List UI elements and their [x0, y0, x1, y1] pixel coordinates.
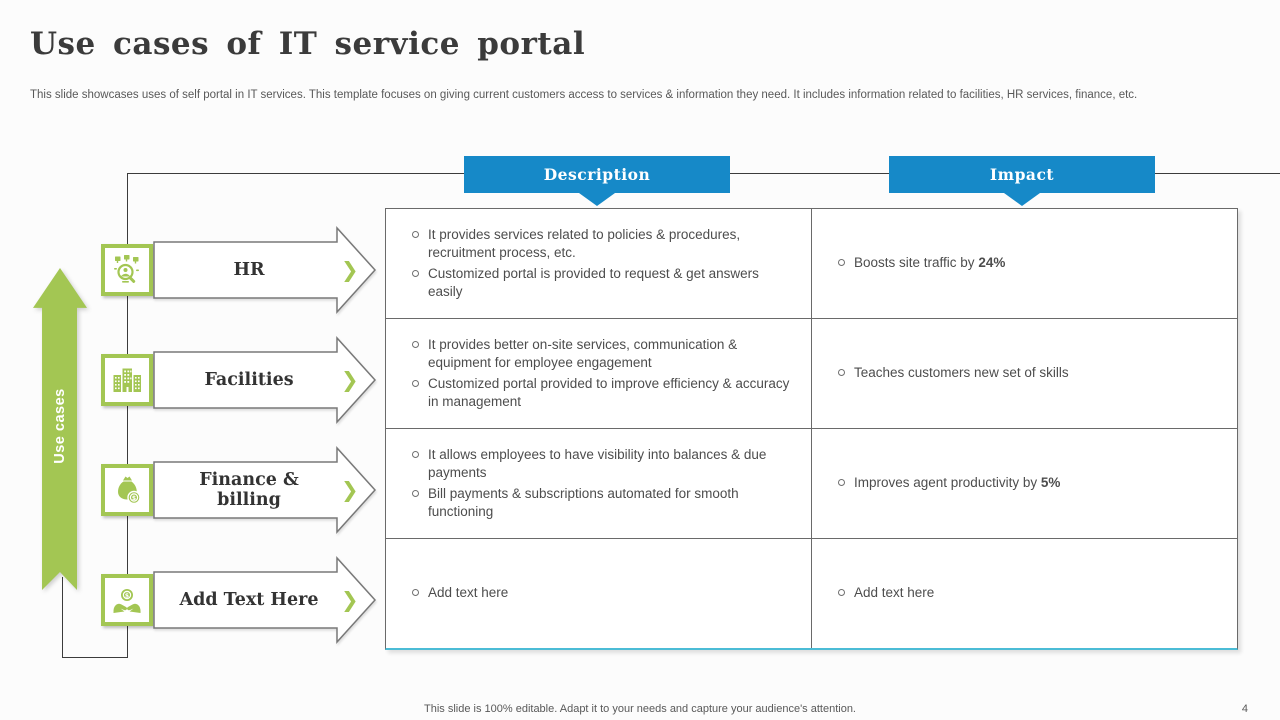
arrow-shape	[153, 446, 377, 534]
bullet-text: Teaches customers new set of skills	[854, 365, 1069, 381]
bullet-dot	[412, 589, 419, 597]
svg-text:$: $	[125, 593, 129, 600]
arrow-shape	[153, 226, 377, 314]
bullet-dot	[412, 340, 419, 348]
bullet-item: It allows employees to have visibility i…	[412, 446, 793, 482]
row-label-arrow-hr: HR ❯	[153, 225, 378, 315]
bullet-dot	[838, 589, 845, 597]
bullet-item: Teaches customers new set of skills	[838, 364, 1219, 382]
cell-facilities-description: It provides better on-site services, com…	[386, 319, 812, 429]
bullet-text: It allows employees to have visibility i…	[428, 446, 767, 480]
cell-finance-impact: Improves agent productivity by 5%	[812, 429, 1237, 539]
tab-description: Description	[464, 156, 730, 193]
bullet-item: Bill payments & subscriptions automated …	[412, 485, 793, 521]
bullet-item: Customized portal is provided to request…	[412, 265, 793, 301]
hr-icon-box	[101, 244, 153, 296]
bullet-text: Customized portal provided to improve ef…	[428, 376, 790, 410]
footer-note: This slide is 100% editable. Adapt it to…	[424, 703, 856, 715]
cell-add-text-description: Add text here	[386, 539, 812, 648]
tab-impact-pointer	[1004, 193, 1040, 206]
bullet-dot	[838, 369, 845, 377]
impact-stat: 24%	[978, 255, 1006, 271]
use-cases-arrow: Use cases	[33, 268, 87, 590]
chevron-right-icon: ❯	[341, 478, 359, 502]
arrow-shape	[153, 336, 377, 424]
cell-facilities-impact: Teaches customers new set of skills	[812, 319, 1237, 429]
office-buildings-icon	[113, 368, 141, 392]
bullet-item: It provides services related to policies…	[412, 226, 793, 262]
bullet-text: Boosts site traffic by 24%	[854, 255, 1006, 271]
chevron-right-icon: ❯	[341, 588, 359, 612]
bullet-dot	[838, 479, 845, 487]
bullet-dot	[412, 270, 419, 277]
bullet-text: Customized portal is provided to request…	[428, 266, 759, 300]
bullet-item: Boosts site traffic by 24%	[838, 254, 1219, 272]
connector-line-spine	[127, 173, 128, 657]
bullet-item: Add text here	[412, 584, 793, 602]
cell-hr-description: It provides services related to policies…	[386, 209, 812, 319]
row-label-arrow-finance: Finance & billing ❯	[153, 445, 378, 535]
row-label-facilities: Facilities	[204, 370, 294, 390]
bullet-item: Customized portal provided to improve ef…	[412, 375, 793, 411]
connector-line-bottom	[62, 657, 128, 658]
bullet-text: Bill payments & subscriptions automated …	[428, 486, 739, 520]
bullet-dot	[412, 490, 419, 497]
tab-impact-label: Impact	[989, 165, 1055, 184]
arrow-shape	[153, 556, 377, 644]
bullet-item: It provides better on-site services, com…	[412, 336, 793, 372]
add-text-icon-box: $	[101, 574, 153, 626]
use-cases-table: It provides services related to policies…	[385, 208, 1238, 650]
use-cases-axis-label: Use cases	[52, 388, 68, 464]
row-label-arrow-add-text: Add Text Here ❯	[153, 555, 378, 645]
facilities-icon-box	[101, 354, 153, 406]
svg-text:$: $	[132, 495, 136, 502]
page-title: Use cases of IT service portal	[30, 26, 586, 62]
hr-recruitment-search-icon	[114, 255, 139, 283]
money-bag-icon: $	[118, 476, 141, 505]
page-number: 4	[1241, 703, 1248, 715]
chevron-right-icon: ❯	[341, 368, 359, 392]
bullet-text: It provides better on-site services, com…	[428, 336, 738, 370]
hands-holding-coin-icon: $	[113, 589, 141, 613]
bullet-item: Improves agent productivity by 5%	[838, 474, 1219, 492]
slide-subtitle: This slide showcases uses of self portal…	[30, 89, 1138, 101]
chevron-right-icon: ❯	[341, 258, 359, 282]
tab-description-label: Description	[543, 165, 651, 184]
cell-add-text-impact: Add text here	[812, 539, 1237, 648]
connector-line-left	[62, 577, 63, 658]
bullet-item: Add text here	[838, 584, 1219, 602]
impact-stat: 5%	[1040, 475, 1061, 491]
bullet-dot	[412, 450, 419, 458]
row-label-finance: Finance & billing	[199, 470, 299, 510]
row-label-add-text: Add Text Here	[179, 590, 319, 610]
bullet-text: It provides services related to policies…	[428, 226, 741, 260]
bullet-text: Add text here	[428, 585, 509, 601]
finance-icon-box: $	[101, 464, 153, 516]
bullet-text: Add text here	[854, 585, 935, 601]
cell-hr-impact: Boosts site traffic by 24%	[812, 209, 1237, 319]
row-label-arrow-facilities: Facilities ❯	[153, 335, 378, 425]
tab-impact: Impact	[889, 156, 1155, 193]
bullet-dot	[412, 230, 419, 238]
bullet-dot	[412, 380, 419, 387]
bullet-text: Improves agent productivity by 5%	[854, 475, 1061, 491]
cell-finance-description: It allows employees to have visibility i…	[386, 429, 812, 539]
tab-description-pointer	[579, 193, 615, 206]
row-label-hr: HR	[233, 260, 265, 280]
bullet-dot	[838, 259, 845, 267]
